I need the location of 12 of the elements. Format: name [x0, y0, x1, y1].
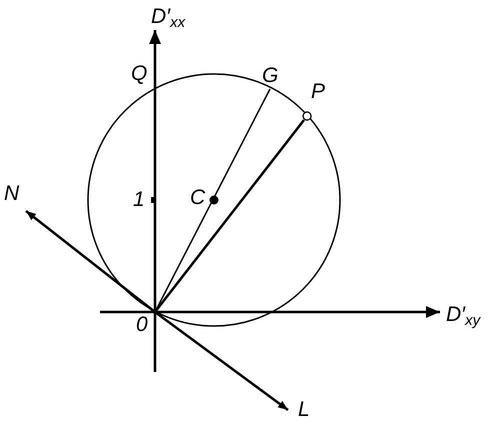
- point-label: N: [2, 182, 24, 206]
- point-label: C: [190, 187, 206, 209]
- arrow: [154, 311, 289, 411]
- point-label: Q: [131, 63, 148, 85]
- origin-label: 0: [133, 312, 155, 338]
- axis-label: D′$_{xy}$: [446, 304, 480, 331]
- point-label: L: [293, 398, 315, 422]
- arrow: [25, 210, 156, 313]
- axis-label: D′$_{xx}$: [151, 6, 186, 33]
- point-label: G: [259, 64, 281, 89]
- tick-label: 1: [133, 189, 145, 211]
- point-label: P: [303, 80, 325, 120]
